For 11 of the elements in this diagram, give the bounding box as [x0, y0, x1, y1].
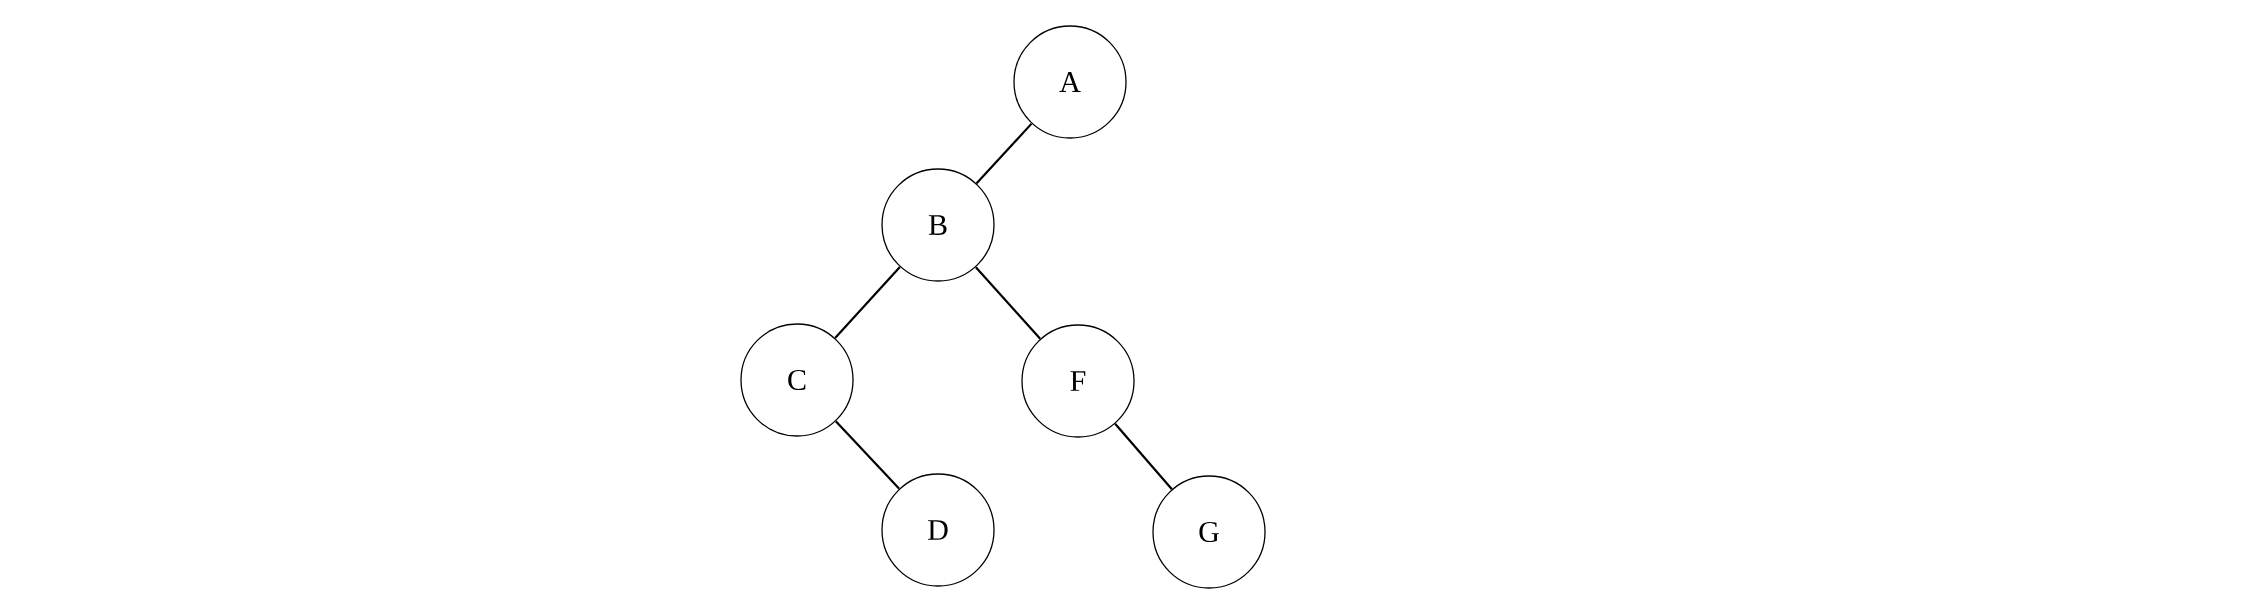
- tree-node: B: [881, 168, 995, 282]
- tree-node: D: [881, 473, 995, 587]
- tree-node: A: [1013, 25, 1127, 139]
- tree-node: C: [740, 323, 854, 437]
- tree-edge: [975, 122, 1033, 185]
- tree-node: F: [1021, 324, 1135, 438]
- tree-node: G: [1152, 475, 1266, 589]
- tree-edge: [975, 266, 1041, 340]
- tree-edge: [1114, 423, 1173, 490]
- tree-edge: [834, 266, 901, 339]
- tree-edge: [835, 420, 901, 490]
